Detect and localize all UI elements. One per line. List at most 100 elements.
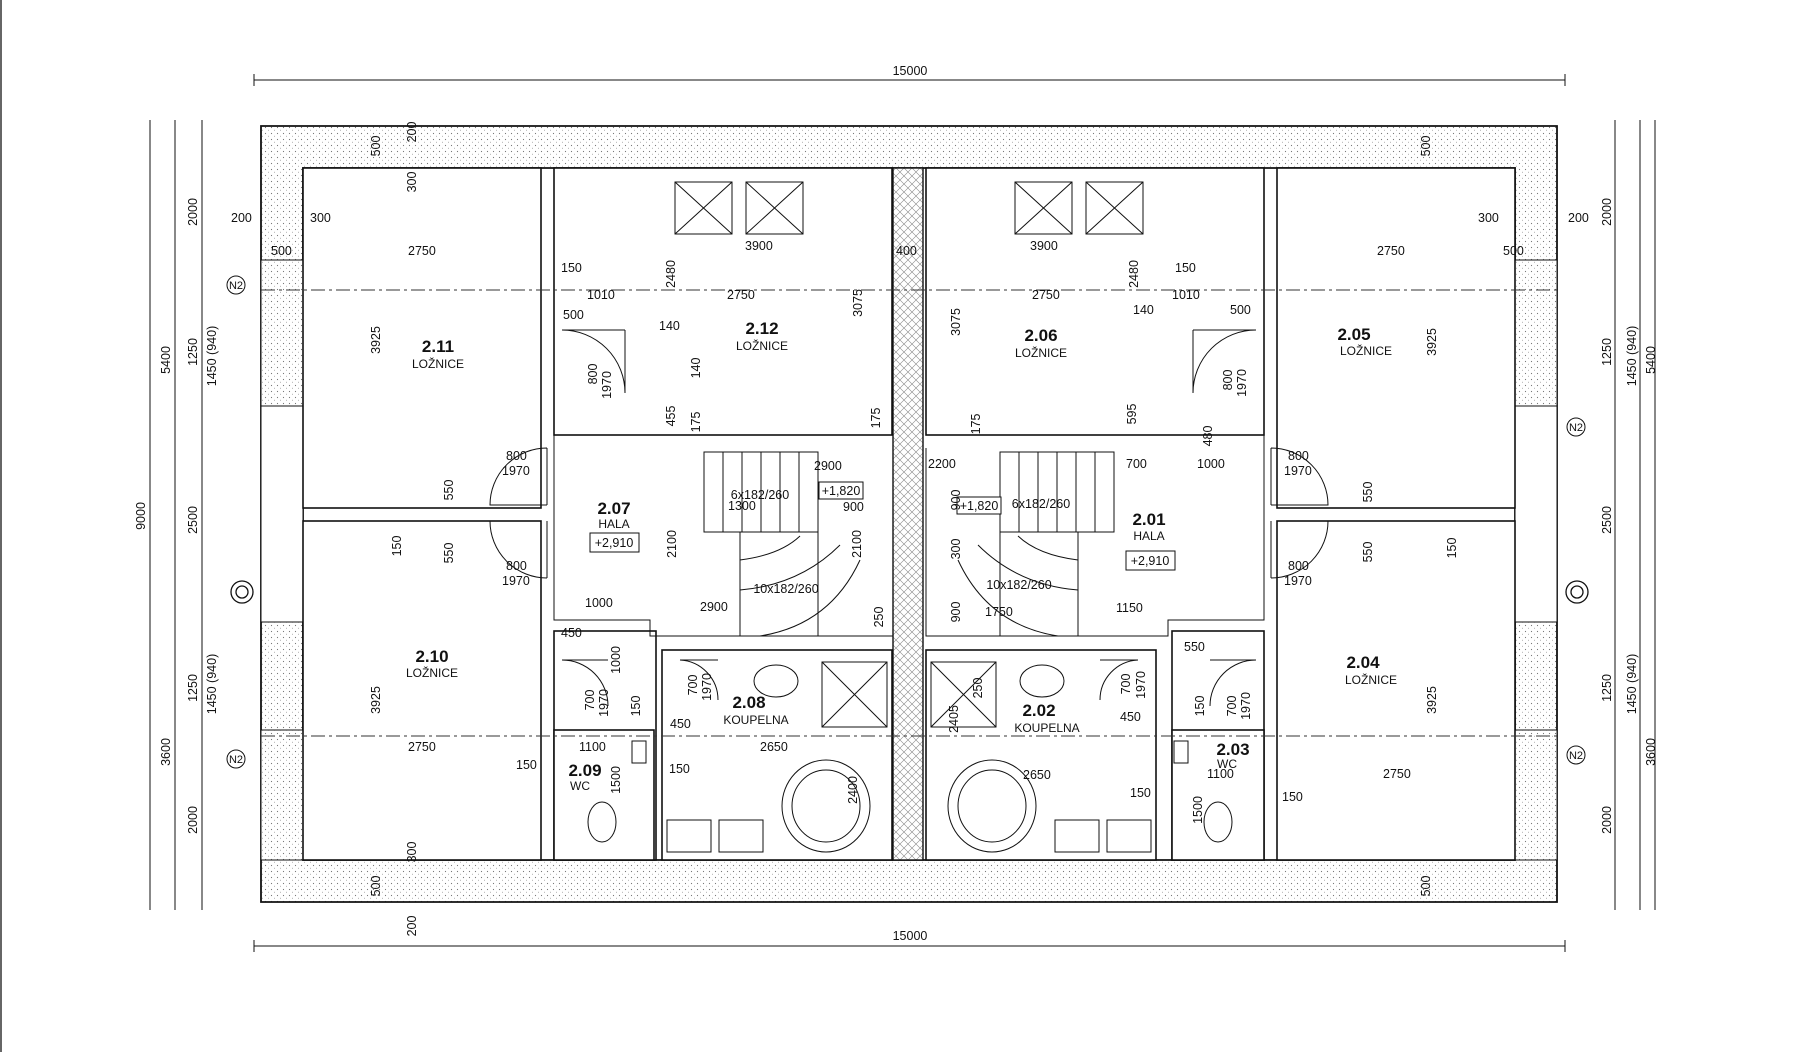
room-label-2-05: 2.05 LOŽNICE [1337, 325, 1392, 358]
svg-text:WC: WC [570, 779, 590, 793]
svg-text:200: 200 [405, 916, 419, 937]
svg-text:700: 700 [1126, 457, 1147, 471]
stair-landing-right: +1,820 [956, 496, 1002, 515]
stair-winder-left: 10x182/260 [753, 582, 818, 596]
overall-width-bottom: 15000 [893, 929, 928, 943]
svg-text:1500: 1500 [609, 766, 623, 794]
svg-text:175: 175 [969, 414, 983, 435]
svg-text:500: 500 [1419, 876, 1433, 897]
svg-text:1000: 1000 [1197, 457, 1225, 471]
section-tag-n2-c: N2 [1566, 417, 1586, 437]
svg-text:1000: 1000 [585, 596, 613, 610]
party-wall [892, 167, 924, 861]
svg-text:2650: 2650 [1023, 768, 1051, 782]
svg-text:LOŽNICE: LOŽNICE [1015, 345, 1067, 360]
svg-text:500: 500 [563, 308, 584, 322]
room-outlines-left [302, 167, 894, 861]
room-label-2-09: 2.09 WC [568, 761, 601, 793]
svg-text:700: 700 [1225, 696, 1239, 717]
room-label-2-04: 2.04 LOŽNICE [1345, 653, 1397, 687]
svg-text:2.12: 2.12 [745, 319, 778, 338]
stairs-left [703, 451, 861, 637]
svg-text:200: 200 [1568, 211, 1589, 225]
svg-text:3900: 3900 [1030, 239, 1058, 253]
dim-left-2000-bottom: 2000 [186, 806, 200, 834]
dim-left-3600: 3600 [159, 738, 173, 766]
svg-text:2.08: 2.08 [732, 693, 765, 712]
svg-text:+2,910: +2,910 [595, 536, 634, 550]
svg-text:150: 150 [669, 762, 690, 776]
svg-text:200: 200 [405, 122, 419, 143]
svg-text:400: 400 [896, 244, 917, 258]
svg-text:2100: 2100 [850, 530, 864, 558]
svg-text:550: 550 [442, 480, 456, 501]
dim-right-1250-top: 1250 [1600, 338, 1614, 366]
svg-text:550: 550 [442, 543, 456, 564]
stair-flight-right: 6x182/260 [1012, 497, 1070, 511]
svg-text:1970: 1970 [1235, 369, 1249, 397]
svg-text:3925: 3925 [1425, 686, 1439, 714]
svg-text:500: 500 [369, 136, 383, 157]
svg-text:1150: 1150 [1116, 601, 1143, 615]
svg-text:150: 150 [629, 696, 643, 717]
svg-text:800: 800 [506, 449, 527, 463]
svg-text:480: 480 [1201, 426, 1215, 447]
dim-right-2000-top: 2000 [1600, 198, 1614, 226]
svg-text:140: 140 [689, 358, 703, 379]
room-label-2-06: 2.06 LOŽNICE [1015, 326, 1067, 360]
svg-text:1100: 1100 [1207, 767, 1234, 781]
room-label-2-07: 2.07 HALA +2,910 [589, 499, 640, 553]
svg-text:250: 250 [872, 607, 886, 628]
section-tag-n2-d: N2 [1566, 745, 1586, 765]
dim-right-1450-top: 1450 (940) [1625, 326, 1639, 386]
svg-text:450: 450 [670, 717, 691, 731]
svg-text:300: 300 [405, 172, 419, 193]
svg-text:N2: N2 [1569, 422, 1583, 434]
svg-text:+1,820: +1,820 [960, 499, 999, 513]
room-label-2-11: 2.11 LOŽNICE [412, 337, 464, 371]
svg-text:2400: 2400 [846, 776, 860, 804]
dim-left-1250-top: 1250 [186, 338, 200, 366]
svg-text:150: 150 [390, 536, 404, 557]
room-label-2-12: 2.12 LOŽNICE [736, 319, 788, 353]
svg-text:550: 550 [1184, 640, 1205, 654]
svg-text:900: 900 [949, 490, 963, 511]
svg-text:2.09: 2.09 [568, 761, 601, 780]
svg-text:3900: 3900 [745, 239, 773, 253]
svg-text:700: 700 [583, 690, 597, 711]
svg-text:LOŽNICE: LOŽNICE [736, 338, 788, 353]
svg-text:3925: 3925 [369, 326, 383, 354]
dimension-lines [149, 74, 1656, 952]
bath-fixtures [587, 661, 1233, 853]
svg-text:800: 800 [586, 364, 600, 385]
svg-text:200: 200 [231, 211, 252, 225]
svg-text:550: 550 [1361, 542, 1375, 563]
svg-text:550: 550 [1361, 482, 1375, 503]
section-tag-n2-b: N2 [226, 749, 246, 769]
dim-left-1250-bottom: 1250 [186, 674, 200, 702]
svg-text:3075: 3075 [949, 308, 963, 336]
dim-left-2000-top: 2000 [186, 198, 200, 226]
svg-text:800: 800 [1288, 559, 1309, 573]
chimney-markers [230, 580, 1589, 604]
svg-text:2.01: 2.01 [1132, 510, 1165, 529]
svg-text:800: 800 [1288, 449, 1309, 463]
svg-text:2.04: 2.04 [1346, 653, 1380, 672]
section-tag-n2-a: N2 [226, 275, 246, 295]
svg-text:2405: 2405 [947, 705, 961, 733]
svg-text:1000: 1000 [609, 646, 623, 674]
outer-walls [260, 125, 1558, 903]
svg-text:455: 455 [664, 406, 678, 427]
svg-text:2480: 2480 [1127, 260, 1141, 288]
dim-left-2500: 2500 [186, 506, 200, 534]
svg-text:2900: 2900 [700, 600, 728, 614]
dim-left-1450-bottom: 1450 (940) [205, 654, 219, 714]
svg-text:700: 700 [1119, 674, 1133, 695]
svg-text:175: 175 [869, 408, 883, 429]
room-label-2-02: 2.02 KOUPELNA [1014, 701, 1079, 735]
svg-text:1970: 1970 [502, 574, 530, 588]
svg-text:1010: 1010 [587, 288, 615, 302]
svg-text:2100: 2100 [665, 530, 679, 558]
stair-landing-left: +1,820 [818, 481, 864, 500]
svg-text:700: 700 [686, 675, 700, 696]
